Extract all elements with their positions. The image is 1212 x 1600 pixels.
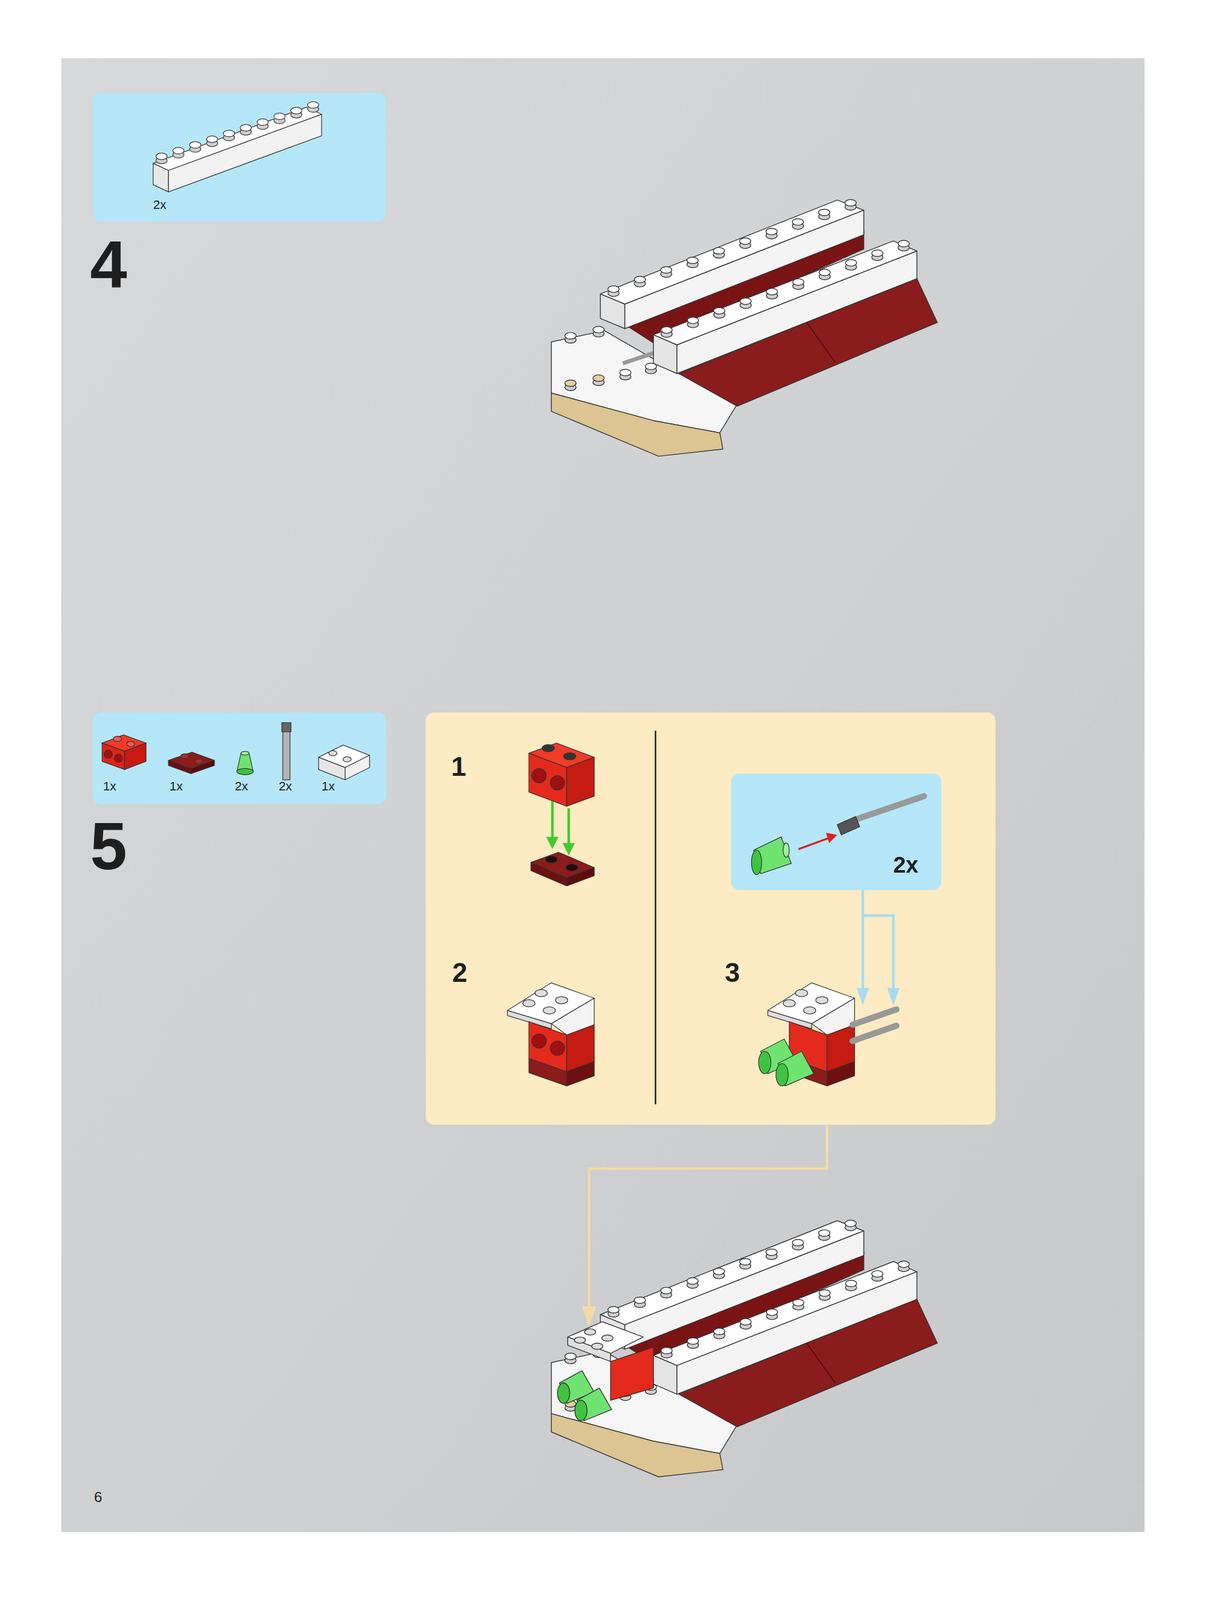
stud: [593, 326, 605, 334]
sub-callout-bg: [731, 773, 942, 891]
stud: [564, 332, 577, 340]
green-arrowheads: [546, 837, 576, 857]
stud: [792, 219, 804, 226]
model-assembly: [551, 1220, 938, 1478]
stud: [713, 247, 725, 255]
substep-2-assembly: [507, 983, 595, 1087]
substep-number: 1: [451, 752, 467, 783]
stud: [713, 307, 725, 315]
stud: [607, 286, 619, 293]
part-count: 1x: [103, 780, 117, 794]
parts-callout-bg: [92, 92, 386, 222]
blue-arrows: [862, 890, 894, 991]
model-assembly: [551, 199, 938, 457]
stud: [792, 278, 805, 286]
stud: [818, 208, 831, 216]
stud: [172, 147, 185, 155]
stud: [660, 266, 672, 274]
part-icons: [101, 723, 370, 781]
stud: [661, 326, 673, 334]
stud: [765, 228, 778, 236]
stud: [239, 124, 252, 132]
stud: [256, 118, 269, 126]
stud: [290, 107, 302, 115]
parts-callout: 2x: [92, 92, 386, 222]
stud: [687, 257, 699, 265]
stud: [740, 297, 752, 305]
part-count: 2x: [153, 198, 167, 212]
stud: [645, 363, 657, 371]
added-submodel: [557, 1322, 654, 1422]
part-count: 2x: [278, 780, 292, 794]
substep-3-assembly: [758, 983, 897, 1087]
stud: [766, 288, 778, 296]
substep-1-parts: [528, 743, 595, 887]
part-brick-1x10: [153, 101, 322, 193]
stud: [206, 135, 218, 143]
part-count: 1x: [169, 780, 183, 794]
page-number: 6: [94, 1490, 102, 1505]
substep-panel: 1 2 3 2x: [425, 712, 996, 1126]
part-count: 2x: [234, 780, 248, 794]
step-number: 4: [90, 231, 128, 298]
stud: [844, 199, 857, 207]
red-arrowhead: [826, 832, 838, 844]
stud: [189, 141, 202, 149]
stud: [273, 113, 285, 120]
stud: [818, 269, 831, 276]
stud: [307, 101, 319, 109]
substep-number: 2: [452, 958, 468, 989]
substep-panel-bg: [425, 712, 996, 1125]
stud: [739, 238, 751, 245]
stud: [687, 317, 699, 324]
stud: [156, 153, 168, 160]
stud: [634, 276, 646, 284]
parts-callout-bg: [92, 712, 386, 805]
parts-callout: 1x 1x 2x 2x 1x: [92, 712, 386, 805]
part-count: 1x: [321, 780, 335, 794]
divider-line: [654, 731, 657, 1105]
sub-callout: 2x: [731, 773, 942, 891]
page-background: [61, 58, 1145, 1533]
substep-number: 3: [724, 958, 741, 989]
stud: [845, 259, 857, 267]
blue-arrowheads: [856, 988, 900, 1006]
substep-number: 2x: [893, 852, 919, 878]
step-number: 5: [90, 813, 128, 880]
stud: [898, 240, 910, 248]
stud: [564, 380, 577, 387]
stud: [223, 130, 235, 137]
stud: [619, 369, 631, 377]
leader-arrowhead: [581, 1307, 596, 1328]
stud: [593, 375, 605, 382]
stud: [871, 250, 884, 257]
